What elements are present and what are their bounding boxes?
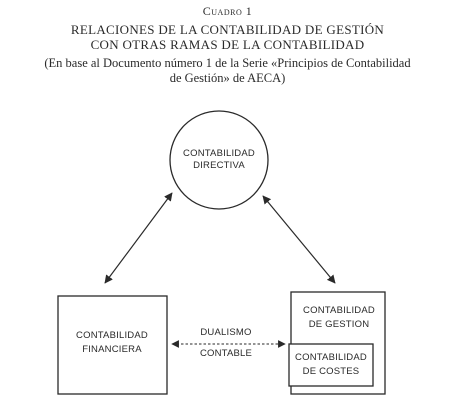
figure-subtitle: (En base al Documento número 1 de la Ser… [0,56,455,86]
gestion-label-line-2: DE GESTION [309,319,370,330]
directiva-circle [169,110,269,210]
figure-title-line-2: CON OTRAS RAMAS DE LA CONTABILIDAD [90,37,365,52]
financiera-label-line-2: FINANCIERA [82,344,142,355]
arrow-directiva-financiera [104,192,173,284]
node-contabilidad-financiera: CONTABILIDAD FINANCIERA [57,295,168,395]
costes-box [288,343,374,387]
dualismo-label-line-2: CONTABLE [200,348,252,359]
figure-subtitle-line-1: (En base al Documento número 1 de la Ser… [44,56,411,70]
figure-title-line-1: RELACIONES DE LA CONTABILIDAD DE GESTIÓN [70,22,385,37]
figure-title: RELACIONES DE LA CONTABILIDAD DE GESTIÓN… [0,22,455,52]
directiva-label-line-1: CONTABILIDAD [183,148,255,159]
financiera-label-line-1: CONTABILIDAD [76,330,148,341]
costes-label-line-1: CONTABILIDAD [295,352,367,363]
gestion-box [290,291,386,395]
node-contabilidad-costes: CONTABILIDAD DE COSTES [288,343,374,387]
gestion-label-line-1: CONTABILIDAD [303,305,375,316]
figure-subtitle-line-2: de Gestión» de AECA) [169,71,286,85]
arrow-directiva-gestion [262,195,336,284]
costes-label-line-2: DE COSTES [303,366,360,377]
figure-label: Cuadro 1 [202,4,253,18]
node-contabilidad-directiva: CONTABILIDAD DIRECTIVA [169,110,269,210]
node-contabilidad-gestion: CONTABILIDAD DE GESTION [290,291,386,395]
figure-header: Cuadro 1 RELACIONES DE LA CONTABILIDAD D… [0,4,455,86]
financiera-box [57,295,168,395]
dualismo-label-line-1: DUALISMO [200,327,251,338]
directiva-label-line-2: DIRECTIVA [193,160,245,171]
